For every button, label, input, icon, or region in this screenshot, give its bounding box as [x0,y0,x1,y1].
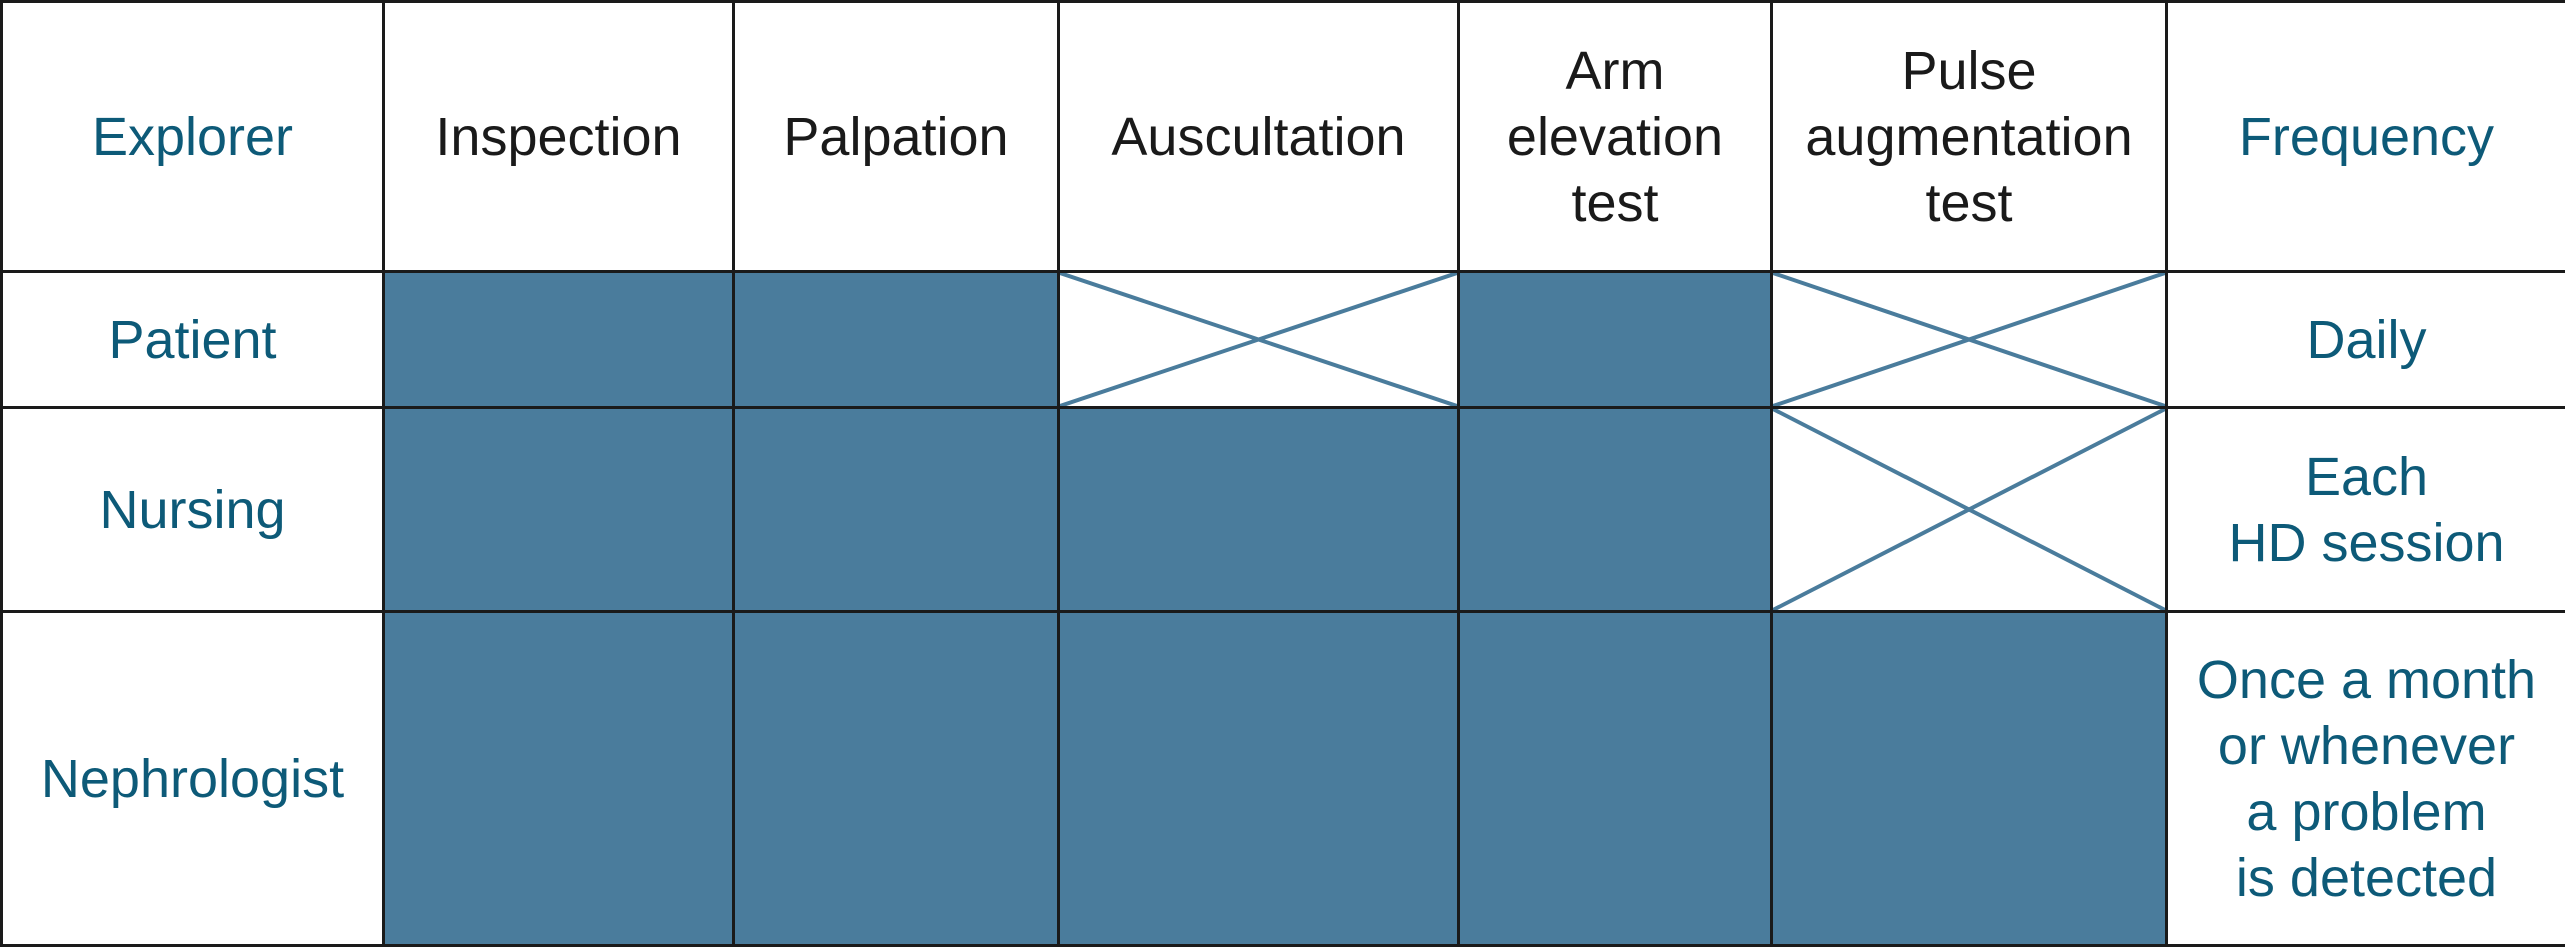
row-frequency-nursing: Each HD session [2165,406,2565,613]
header-frequency: Frequency [2165,0,2565,273]
explorer-label: Nursing [99,479,286,540]
row-frequency-patient: Daily [2165,270,2565,409]
crossed-cell [1770,270,2168,409]
header-auscultation: Auscultation [1057,0,1460,273]
cross-mark-icon [1773,409,2165,610]
header-frequency-label: Frequency [2238,106,2495,167]
header-inspection-label: Inspection [435,106,682,167]
row-nephrologist: Nephrologist Once a month or whenever a … [0,610,2565,947]
header-pulse-augmentation-label: Pulse augmentation test [1805,40,2133,233]
row-frequency-nephrologist: Once a month or whenever a problem is de… [2165,610,2565,947]
filled-cell [382,610,735,947]
header-explorer: Explorer [0,0,385,273]
row-explorer-nephrologist: Nephrologist [0,610,385,947]
header-pulse-augmentation-test: Pulse augmentation test [1770,0,2168,273]
header-row: Explorer Inspection Palpation Auscultati… [0,0,2565,273]
cross-mark-icon [1773,273,2165,406]
header-arm-elevation-test: Arm elevation test [1457,0,1773,273]
crossed-cell [1057,270,1460,409]
filled-cell [1457,406,1773,613]
filled-cell [1770,610,2168,947]
header-arm-elevation-label: Arm elevation test [1506,40,1724,233]
header-palpation-label: Palpation [783,106,1009,167]
row-explorer-nursing: Nursing [0,406,385,613]
filled-cell [732,610,1060,947]
explorer-label: Patient [108,309,277,370]
cross-line [1060,273,1457,406]
cross-line [1773,409,2165,610]
filled-cell [1057,406,1460,613]
filled-cell [732,270,1060,409]
filled-cell [382,406,735,613]
frequency-label: Daily [2306,309,2427,370]
crossed-cell [1770,406,2168,613]
filled-cell [732,406,1060,613]
row-nursing: Nursing Each HD session [0,406,2565,613]
filled-cell [1457,270,1773,409]
header-auscultation-label: Auscultation [1111,106,1406,167]
header-palpation: Palpation [732,0,1060,273]
explorer-label: Nephrologist [40,748,345,809]
cross-mark-icon [1060,273,1457,406]
row-explorer-patient: Patient [0,270,385,409]
header-inspection: Inspection [382,0,735,273]
frequency-label: Once a month or whenever a problem is de… [2196,649,2537,908]
header-explorer-label: Explorer [91,106,294,167]
cross-line [1773,273,2165,406]
filled-cell [1057,610,1460,947]
filled-cell [1457,610,1773,947]
row-patient: Patient Daily [0,270,2565,409]
frequency-label: Each HD session [2228,446,2505,573]
filled-cell [382,270,735,409]
